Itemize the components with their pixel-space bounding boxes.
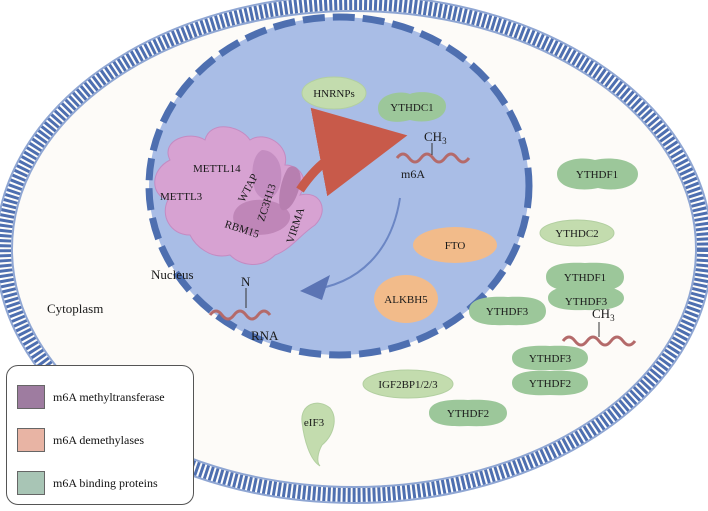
reader-ythdf3-a bbox=[469, 296, 546, 326]
reader-ythdf3-c-label: YTHDF3 bbox=[565, 296, 608, 308]
reader-ythdf1-b bbox=[546, 262, 624, 292]
writer-mettl14-label: METTL14 bbox=[193, 163, 241, 175]
legend-swatch-eraser bbox=[17, 428, 45, 452]
reader-igf2bp-label: IGF2BP1/2/3 bbox=[378, 379, 438, 391]
reader-ythdc2 bbox=[539, 219, 615, 247]
legend-row-eraser: m6A demethylases bbox=[17, 427, 144, 453]
methylation-arrow bbox=[296, 107, 408, 197]
reader-ythdf3-a-label: YTHDF3 bbox=[486, 306, 529, 318]
eraser-fto bbox=[413, 227, 497, 263]
reader-ythdf3-c bbox=[548, 285, 624, 311]
reader-ythdf2-a-label: YTHDF2 bbox=[529, 378, 571, 390]
reader-ythdf2-b bbox=[429, 399, 507, 427]
legend-swatch-writer bbox=[17, 385, 45, 409]
nucleus-label: Nucleus bbox=[151, 267, 194, 282]
reader-ythdf2-a bbox=[512, 370, 588, 396]
rna-label: RNA bbox=[251, 328, 279, 343]
reader-hnrnps-label: HNRNPs bbox=[313, 88, 355, 100]
reader-ythdc2-label: YTHDC2 bbox=[555, 228, 598, 240]
legend-row-writer: m6A methyltransferase bbox=[17, 384, 165, 410]
reader-ythdf2-b-label: YTHDF2 bbox=[447, 408, 489, 420]
reader-eif3-label: eIF3 bbox=[304, 417, 325, 429]
eraser-fto-label: FTO bbox=[445, 240, 466, 252]
reader-ythdf1-a bbox=[557, 158, 638, 190]
reader-ythdc1 bbox=[378, 92, 446, 122]
legend-label-reader: m6A binding proteins bbox=[53, 475, 158, 490]
rna-unmethylated bbox=[208, 288, 272, 321]
reader-igf2bp bbox=[362, 369, 454, 399]
reader-ythdf3-b-label: YTHDF3 bbox=[529, 353, 572, 365]
reader-ythdf3-b bbox=[512, 345, 588, 371]
reader-hnrnps bbox=[301, 76, 367, 110]
writer-mettl3-label: METTL3 bbox=[160, 191, 203, 203]
n-label: N bbox=[241, 274, 251, 289]
legend-label-eraser: m6A demethylases bbox=[53, 432, 144, 447]
demethylation-arrowhead bbox=[300, 275, 330, 300]
ch3-nucleus-label: CH3 bbox=[424, 129, 447, 146]
eraser-alkbh5 bbox=[374, 275, 438, 323]
legend-label-writer: m6A methyltransferase bbox=[53, 389, 165, 404]
cytoplasm-label: Cytoplasm bbox=[47, 301, 103, 316]
reader-ythdf1-a-label: YTHDF1 bbox=[576, 169, 618, 181]
methylated-rna-nucleus bbox=[395, 143, 471, 164]
m6a-label: m6A bbox=[401, 167, 425, 181]
methylated-rna-cytoplasm bbox=[561, 322, 637, 347]
legend-swatch-reader bbox=[17, 471, 45, 495]
ch3-cytoplasm-label: CH3 bbox=[592, 306, 615, 323]
eraser-alkbh5-label: ALKBH5 bbox=[384, 294, 428, 306]
reader-ythdf1-b-label: YTHDF1 bbox=[564, 272, 606, 284]
reader-eif3 bbox=[301, 402, 335, 467]
legend: m6A methyltransferase m6A demethylases m… bbox=[6, 365, 194, 505]
writer-complex bbox=[154, 126, 323, 265]
reader-ythdc1-label: YTHDC1 bbox=[390, 102, 433, 114]
legend-row-reader: m6A binding proteins bbox=[17, 470, 158, 496]
